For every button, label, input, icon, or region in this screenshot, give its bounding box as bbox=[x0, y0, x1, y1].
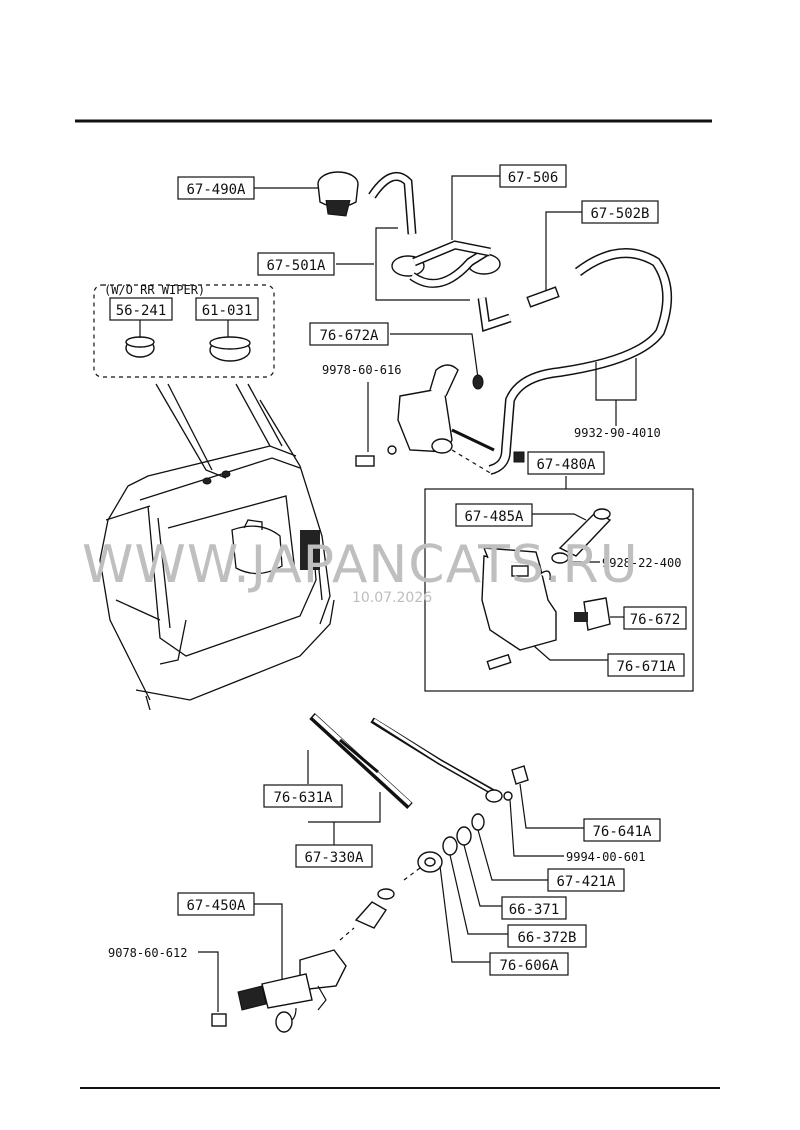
label-67-490A: 67-490A bbox=[186, 182, 246, 198]
wiper-motor-part bbox=[237, 901, 387, 1033]
washer-part bbox=[471, 813, 485, 831]
reservoir-tank-part bbox=[481, 547, 557, 651]
pivot-cap-part bbox=[417, 851, 443, 873]
watermark-text: WWW.JAPANCATS.RU bbox=[82, 535, 639, 595]
label-9078-60-612: 9078-60-612 bbox=[108, 946, 187, 960]
label-wo-rr-wiper: (W/O RR WIPER) bbox=[104, 283, 205, 297]
grommet-large bbox=[209, 336, 251, 362]
grommet-small bbox=[125, 336, 155, 358]
wiper-arm-part bbox=[370, 717, 503, 803]
label-76-606A: 76-606A bbox=[499, 958, 559, 974]
label-9994-00-601: 9994-00-601 bbox=[566, 850, 645, 864]
label-9978-60-616: 9978-60-616 bbox=[322, 363, 401, 377]
label-67-485A: 67-485A bbox=[464, 509, 524, 525]
seal-part bbox=[456, 826, 472, 846]
label-67-501A: 67-501A bbox=[266, 258, 326, 274]
wo-rr-wiper-box bbox=[93, 284, 275, 378]
label-61-031: 61-031 bbox=[202, 303, 253, 319]
long-hose-part bbox=[488, 248, 673, 475]
motor-bolt-part bbox=[211, 1013, 227, 1027]
small-reservoir-part bbox=[397, 364, 459, 454]
label-9928-22-400: 9928-22-400 bbox=[602, 556, 681, 570]
screw-part bbox=[486, 653, 512, 671]
filler-neck-part bbox=[558, 508, 612, 557]
label-67-506: 67-506 bbox=[508, 170, 559, 186]
nozzle-part bbox=[317, 171, 359, 217]
check-valve-part bbox=[526, 286, 560, 308]
clamp-part bbox=[551, 552, 569, 564]
nut-part bbox=[503, 791, 513, 801]
watermark-date: 10.07.2026 bbox=[352, 590, 432, 606]
label-67-502B: 67-502B bbox=[590, 206, 649, 222]
label-67-450A: 67-450A bbox=[186, 898, 246, 914]
label-67-480A: 67-480A bbox=[536, 457, 596, 473]
label-67-421A: 67-421A bbox=[556, 874, 616, 890]
label-66-371: 66-371 bbox=[509, 902, 560, 918]
label-76-672A: 76-672A bbox=[319, 328, 379, 344]
label-76-672: 76-672 bbox=[630, 612, 681, 628]
label-67-330A: 67-330A bbox=[304, 850, 364, 866]
t-joint-part bbox=[391, 240, 501, 288]
label-76-641A: 76-641A bbox=[592, 824, 652, 840]
bushing-part bbox=[442, 836, 458, 856]
bolt-part bbox=[355, 445, 397, 467]
hose-upper bbox=[368, 171, 417, 235]
arm-cap-part bbox=[511, 765, 529, 785]
hose-lower bbox=[477, 297, 512, 332]
label-66-372B: 66-372B bbox=[517, 930, 576, 946]
label-56-241: 56-241 bbox=[116, 303, 167, 319]
label-9932-90-4010: 9932-90-4010 bbox=[574, 426, 661, 440]
label-76-631A: 76-631A bbox=[273, 790, 333, 806]
label-76-671A: 76-671A bbox=[616, 659, 676, 675]
wiper-blade-part bbox=[309, 713, 413, 809]
washer-pump-part bbox=[574, 597, 611, 631]
